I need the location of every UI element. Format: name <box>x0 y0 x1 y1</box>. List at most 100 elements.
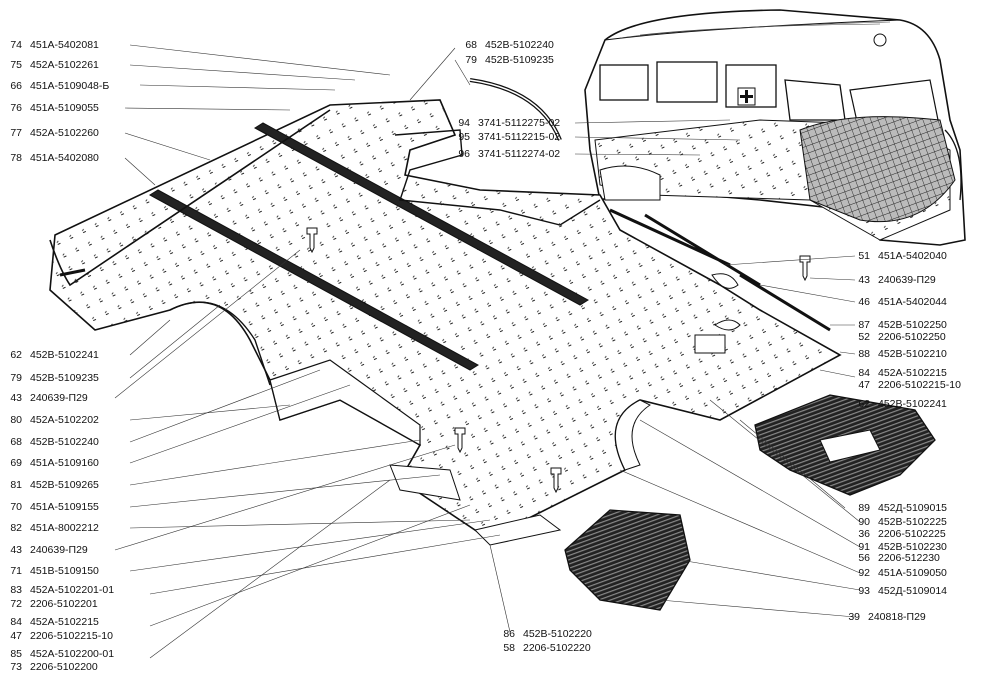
part-code: 3741-5112274-02 <box>478 148 561 160</box>
part-number: 82 <box>10 522 22 534</box>
part-code: 452В-5102220 <box>523 628 592 640</box>
part-label: 89 452Д-5109015 <box>848 502 947 514</box>
part-label: 73 2206-5102200 <box>0 661 98 673</box>
part-code: 2206-5102220 <box>523 642 591 654</box>
part-code: 451А-5109155 <box>30 501 99 513</box>
part-code: 2206-5102215-10 <box>878 379 961 391</box>
part-number: 66 <box>10 80 22 92</box>
part-number: 68 <box>10 436 22 448</box>
part-code: 240639-П29 <box>878 274 936 286</box>
part-number: 84 <box>10 616 22 628</box>
part-code: 240818-П29 <box>868 611 926 623</box>
part-number: 73 <box>10 661 22 673</box>
part-label: 66 451А-5109048-Б <box>0 80 109 92</box>
part-number: 52 <box>858 331 870 343</box>
part-number: 69 <box>10 457 22 469</box>
part-code: 451А-5109055 <box>30 102 99 114</box>
part-number: 85 <box>10 648 22 660</box>
part-label: 39 240818-П29 <box>838 611 926 623</box>
part-number: 62 <box>10 349 22 361</box>
part-code: 452А-5102200-01 <box>30 648 115 660</box>
part-code: 451А-5109048-Б <box>30 80 110 92</box>
part-label: 58 2206-5102220 <box>493 642 591 654</box>
part-code: 452В-5102210 <box>878 348 947 360</box>
part-label: 69 451А-5109160 <box>0 457 99 469</box>
part-label: 36 2206-5102225 <box>848 528 946 540</box>
part-number: 81 <box>10 479 22 491</box>
part-number: 47 <box>10 630 22 642</box>
part-number: 79 <box>10 372 22 384</box>
part-number: 80 <box>10 414 22 426</box>
part-number: 47 <box>858 379 870 391</box>
part-number: 46 <box>858 296 870 308</box>
part-number: 51 <box>858 250 870 262</box>
part-code: 452Д-5109015 <box>878 502 948 514</box>
part-label: 76 451А-5109055 <box>0 102 99 114</box>
part-number: 75 <box>10 59 22 71</box>
part-number: 36 <box>858 528 870 540</box>
part-code: 452А-5102215 <box>878 367 947 379</box>
part-code: 451А-5402044 <box>878 296 947 308</box>
part-label: 47 2206-5102215-10 <box>848 379 961 391</box>
part-code: 451А-5402081 <box>30 39 99 51</box>
red-cross-icon <box>737 87 756 106</box>
part-code: 452А-5102201-01 <box>30 584 115 596</box>
part-number: 43 <box>10 392 22 404</box>
part-code: 451А-5402040 <box>878 250 947 262</box>
part-code: 452В-5102230 <box>878 541 947 553</box>
part-code: 451А-5402080 <box>30 152 99 164</box>
part-number: 70 <box>10 501 22 513</box>
part-number: 71 <box>10 565 22 577</box>
part-code: 2206-5102201 <box>30 598 98 610</box>
part-code: 452В-5102225 <box>878 516 947 528</box>
part-number: 39 <box>848 611 860 623</box>
part-number: 76 <box>10 102 22 114</box>
part-code: 2206-5102200 <box>30 661 98 673</box>
part-code: 240639-П29 <box>30 392 88 404</box>
part-label: 46 451А-5402044 <box>848 296 947 308</box>
part-number: 92 <box>858 567 870 579</box>
part-number: 83 <box>10 584 22 596</box>
part-number: 43 <box>858 274 870 286</box>
part-code: 2206-5102225 <box>878 528 946 540</box>
part-number: 89 <box>858 502 870 514</box>
part-number: 94 <box>458 117 470 129</box>
part-number: 95 <box>458 131 470 143</box>
part-label: 43 240639-П29 <box>848 274 936 286</box>
part-number: 62 <box>858 398 870 410</box>
part-label: 83 452А-5102201-01 <box>0 584 114 596</box>
floor-panel <box>49 78 842 546</box>
part-label: 85 452А-5102200-01 <box>0 648 114 660</box>
part-code: 452А-5102260 <box>30 127 99 139</box>
part-label: 70 451А-5109155 <box>0 501 99 513</box>
part-label: 43 240639-П29 <box>0 392 88 404</box>
part-code: 451А-5109160 <box>30 457 99 469</box>
part-number: 72 <box>10 598 22 610</box>
part-number: 79 <box>465 54 477 66</box>
part-label: 72 2206-5102201 <box>0 598 98 610</box>
part-number: 58 <box>503 642 515 654</box>
part-number: 68 <box>465 39 477 51</box>
